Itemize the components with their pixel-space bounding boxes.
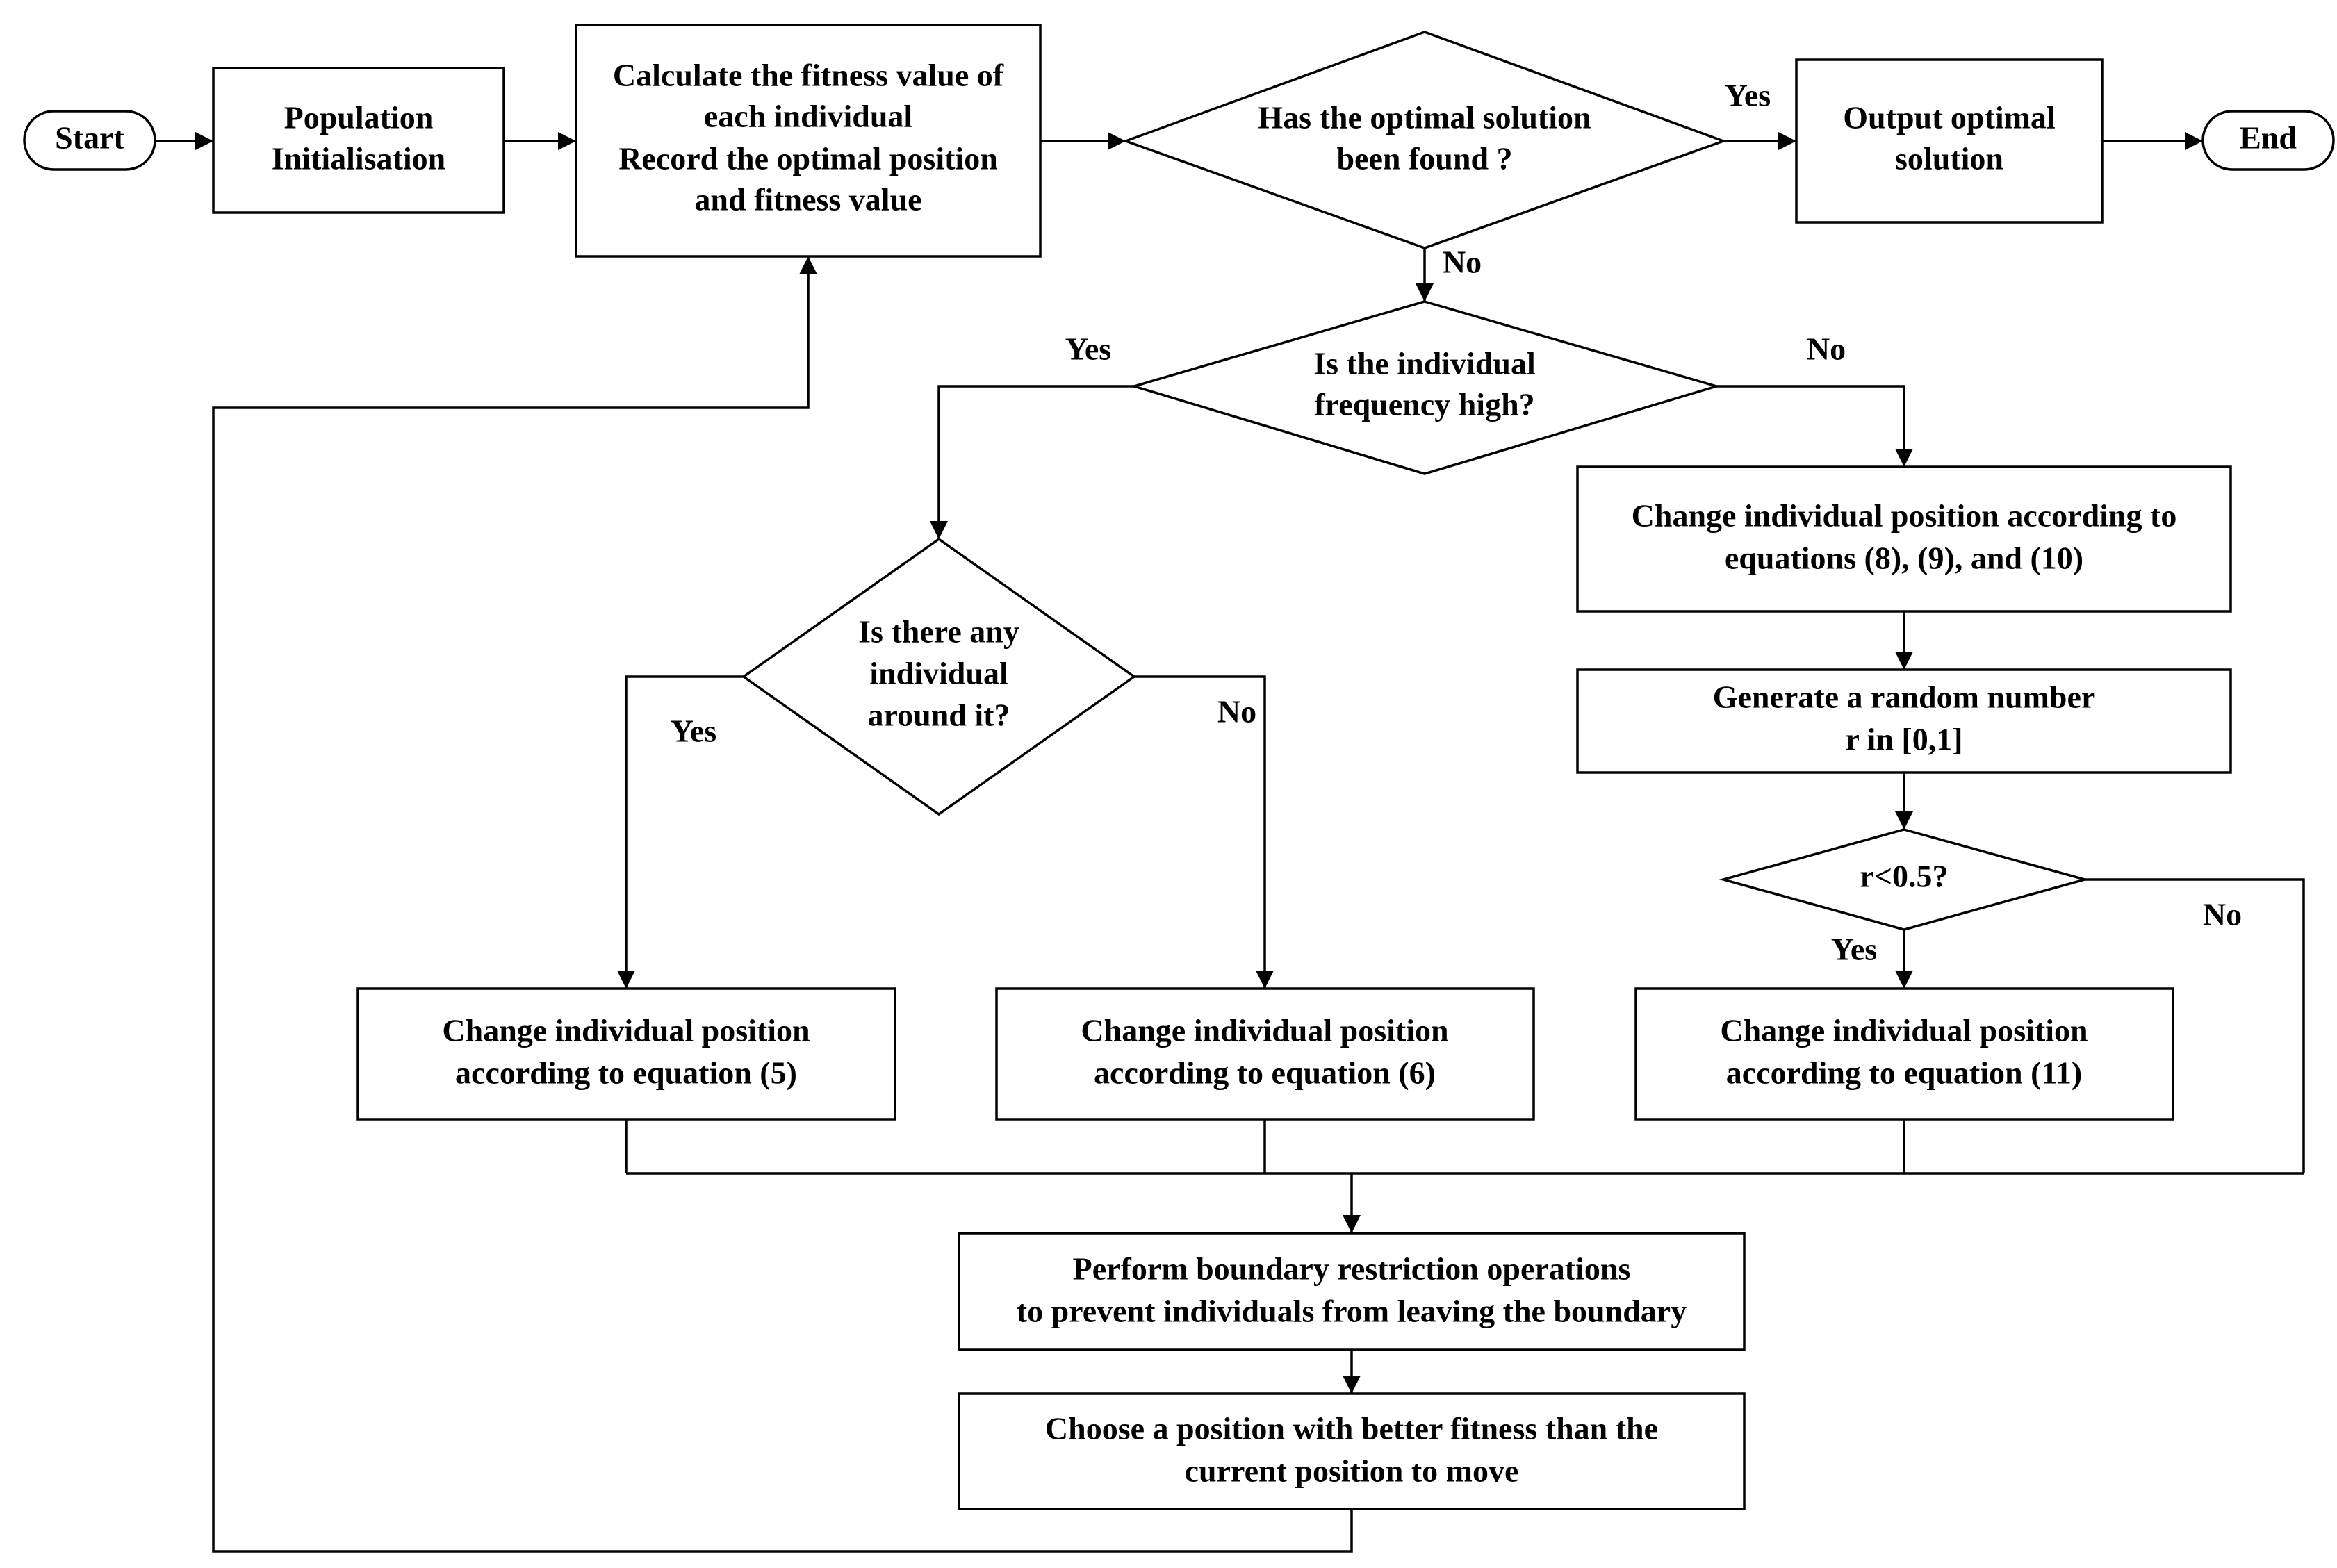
start-node: Start	[23, 110, 156, 171]
output-label-line-1: Output optimal	[1843, 100, 2055, 135]
init-label-line-2: Initialisation	[272, 141, 446, 176]
edge-labels: Yes No Yes No Yes No Yes No	[671, 78, 2242, 967]
label-freq-no: No	[1807, 331, 1846, 367]
edge-freq-around	[930, 385, 1134, 539]
label-r-no: No	[2203, 897, 2242, 932]
end-node: End	[2201, 110, 2335, 171]
freq-high-line-2: frequency high?	[1314, 387, 1534, 422]
fitness-label-line-4: and fitness value	[694, 182, 921, 217]
random-line-2: r in [0,1]	[1845, 722, 1962, 757]
around-decision: Is there any individual around it?	[741, 537, 1137, 816]
output-label-line-2: solution	[1895, 141, 2003, 176]
freq-high-line-1: Is the individual	[1313, 346, 1536, 381]
around-line-1: Is there any	[858, 614, 1019, 650]
around-line-3: around it?	[868, 698, 1010, 733]
fitness-label-line-3: Record the optimal position	[618, 141, 998, 176]
optimal-found-line-1: Has the optimal solution	[1258, 100, 1591, 135]
boundary-line-2: to prevent individuals from leaving the …	[1017, 1294, 1687, 1329]
eq8910-line-2: equations (8), (9), and (10)	[1725, 540, 2083, 576]
start-label: Start	[55, 120, 124, 156]
eq6-line-1: Change individual position	[1081, 1013, 1448, 1048]
label-freq-yes: Yes	[1065, 331, 1111, 367]
output-node: Output optimal solution	[1795, 58, 2104, 224]
label-around-no: No	[1217, 694, 1256, 729]
r-check-decision: r<0.5?	[1719, 828, 2090, 931]
boundary-line-1: Perform boundary restriction operations	[1073, 1251, 1631, 1287]
random-node: Generate a random number r in [0,1]	[1576, 668, 2232, 774]
eq6-line-2: according to equation (6)	[1094, 1055, 1436, 1091]
label-optimal-yes: Yes	[1725, 78, 1771, 113]
fitness-label-line-2: each individual	[704, 99, 912, 134]
end-label: End	[2240, 120, 2297, 156]
eq8910-line-1: Change individual position according to	[1632, 498, 2177, 534]
edge-around-eq5	[617, 675, 744, 989]
eq6-node: Change individual position according to …	[995, 987, 1535, 1121]
eq11-line-1: Change individual position	[1720, 1013, 2088, 1048]
optimal-found-line-2: been found ?	[1336, 141, 1512, 176]
label-r-yes: Yes	[1831, 932, 1877, 967]
boundary-node: Perform boundary restriction operations …	[958, 1232, 1746, 1351]
optimal-found-decision: Has the optimal solution been found ?	[1122, 31, 1728, 249]
freq-high-decision: Is the individual frequency high?	[1129, 300, 1721, 475]
r-check-label: r<0.5?	[1860, 859, 1948, 894]
eq5-line-1: Change individual position	[442, 1013, 810, 1048]
choose-line-1: Choose a position with better fitness th…	[1045, 1411, 1658, 1446]
label-optimal-no: No	[1443, 245, 1482, 280]
choose-line-2: current position to move	[1185, 1453, 1519, 1489]
edge-freq-eq8910	[1716, 385, 1913, 467]
label-around-yes: Yes	[671, 713, 716, 749]
eq11-node: Change individual position according to …	[1634, 987, 2174, 1121]
eq8910-node: Change individual position according to …	[1576, 465, 2232, 613]
fitness-label-line-1: Calculate the fitness value of	[613, 58, 1004, 93]
choose-node: Choose a position with better fitness th…	[958, 1392, 1746, 1510]
init-label-line-1: Population	[284, 100, 434, 135]
around-line-2: individual	[869, 656, 1008, 691]
edge-choose-loop	[212, 256, 1353, 1553]
connectors	[155, 132, 2305, 1553]
random-line-1: Generate a random number	[1713, 679, 2096, 715]
init-node: Population Initialisation	[212, 67, 505, 214]
edge-around-eq6	[1134, 675, 1274, 989]
eq11-line-2: according to equation (11)	[1726, 1055, 2082, 1091]
edge-rcheck-no	[2085, 878, 2305, 1173]
fitness-node: Calculate the fitness value of each indi…	[575, 24, 1042, 258]
eq5-node: Change individual position according to …	[356, 987, 896, 1121]
eq5-line-2: according to equation (5)	[455, 1055, 797, 1091]
